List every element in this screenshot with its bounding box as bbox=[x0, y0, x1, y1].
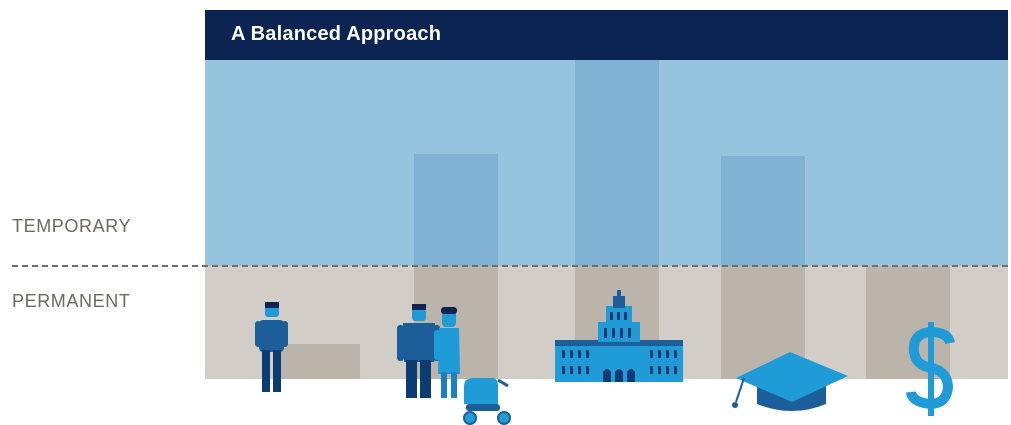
column-permanent-6 bbox=[866, 266, 950, 379]
stroller-icon bbox=[463, 378, 511, 425]
dollar-icon bbox=[906, 322, 955, 416]
temporary-permanent-divider bbox=[12, 265, 1008, 267]
graduation-cap-icon bbox=[732, 352, 848, 411]
column-temporary-3 bbox=[575, 60, 659, 266]
column-temporary-5 bbox=[721, 156, 805, 266]
title-bar: A Balanced Approach bbox=[205, 10, 1008, 60]
temporary-label: TEMPORARY bbox=[12, 216, 132, 236]
column-temporary-2 bbox=[414, 154, 498, 266]
page-title: A Balanced Approach bbox=[231, 23, 442, 45]
permanent-label: PERMANENT bbox=[12, 291, 131, 311]
column-permanent-1 bbox=[276, 344, 360, 379]
government-building-icon bbox=[555, 290, 683, 382]
person-icon bbox=[255, 302, 288, 392]
family-icon bbox=[397, 304, 460, 398]
